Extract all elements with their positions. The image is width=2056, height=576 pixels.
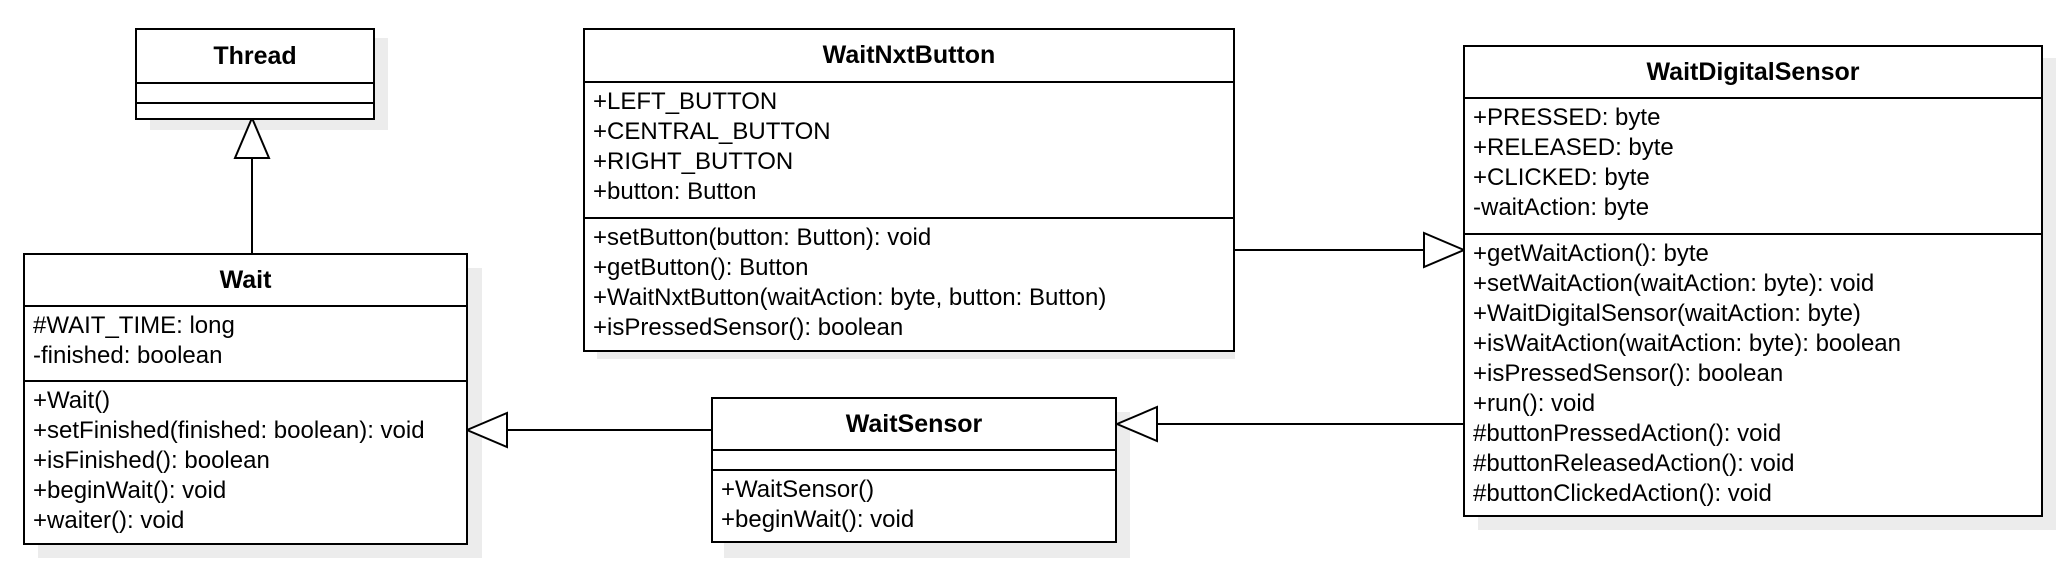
attribute: +RIGHT_BUTTON: [593, 148, 794, 175]
operations-section: +getWaitAction(): byte +setWaitAction(wa…: [1465, 233, 2041, 513]
operation: +WaitDigitalSensor(waitAction: byte): [1473, 300, 1861, 327]
operation: +getButton(): Button: [593, 254, 809, 281]
class-name: WaitDigitalSensor: [1646, 58, 1860, 86]
operation: +WaitNxtButton(waitAction: byte, button:…: [593, 284, 1107, 311]
operation: +beginWait(): void: [721, 506, 915, 533]
operation: +isWaitAction(waitAction: byte): boolean: [1473, 330, 1901, 357]
operation: +Wait(): [33, 387, 111, 414]
class-name: WaitSensor: [845, 410, 983, 438]
generalization-arrowhead: [1423, 231, 1467, 269]
class-thread[interactable]: Thread: [135, 28, 375, 120]
operation: +setWaitAction(waitAction: byte): void: [1473, 270, 1875, 297]
operation: +isPressedSensor(): boolean: [593, 314, 904, 341]
operation: +WaitSensor(): [721, 476, 875, 503]
attribute: +button: Button: [593, 178, 757, 205]
attribute: +LEFT_BUTTON: [593, 88, 778, 115]
class-wait-nxt-button[interactable]: WaitNxtButton +LEFT_BUTTON +CENTRAL_BUTT…: [583, 28, 1235, 352]
attributes-section: +PRESSED: byte +RELEASED: byte +CLICKED:…: [1465, 97, 2041, 233]
attribute: +CLICKED: byte: [1473, 164, 1650, 191]
attribute: #WAIT_TIME: long: [33, 312, 235, 339]
operation: #buttonReleasedAction(): void: [1473, 450, 1795, 477]
attributes-section: +LEFT_BUTTON +CENTRAL_BUTTON +RIGHT_BUTT…: [585, 81, 1233, 217]
operation: +getWaitAction(): byte: [1473, 240, 1709, 267]
attributes-section: #WAIT_TIME: long -finished: boolean: [25, 305, 466, 380]
operation: +beginWait(): void: [33, 477, 227, 504]
attribute: +RELEASED: byte: [1473, 134, 1674, 161]
operation: #buttonPressedAction(): void: [1473, 420, 1782, 447]
class-wait-digital-sensor[interactable]: WaitDigitalSensor +PRESSED: byte +RELEAS…: [1463, 45, 2043, 517]
attribute: +PRESSED: byte: [1473, 104, 1661, 131]
operation: +setFinished(finished: boolean): void: [33, 417, 425, 444]
generalization-arrowhead: [1114, 405, 1158, 443]
operation: +isFinished(): boolean: [33, 447, 270, 474]
class-wait-sensor[interactable]: WaitSensor +WaitSensor() +beginWait(): v…: [711, 397, 1117, 543]
operation: #buttonClickedAction(): void: [1473, 480, 1772, 507]
operations-section: +setButton(button: Button): void +getBut…: [585, 217, 1233, 347]
operations-section: [137, 102, 373, 118]
class-name: WaitNxtButton: [822, 41, 996, 69]
class-wait[interactable]: Wait #WAIT_TIME: long -finished: boolean…: [23, 253, 468, 545]
generalization-arrowhead: [233, 115, 271, 159]
operation: +run(): void: [1473, 390, 1596, 417]
operations-section: +Wait() +setFinished(finished: boolean):…: [25, 380, 466, 540]
operation: +waiter(): void: [33, 507, 185, 534]
class-name: Thread: [213, 42, 297, 70]
attributes-section: [713, 449, 1115, 469]
operation: +setButton(button: Button): void: [593, 224, 932, 251]
generalization-arrowhead: [464, 411, 508, 449]
operations-section: +WaitSensor() +beginWait(): void: [713, 469, 1115, 539]
attribute: -finished: boolean: [33, 342, 223, 369]
class-name: Wait: [219, 266, 272, 294]
attribute: -waitAction: byte: [1473, 194, 1650, 221]
attribute: +CENTRAL_BUTTON: [593, 118, 831, 145]
attributes-section: [137, 82, 373, 102]
operation: +isPressedSensor(): boolean: [1473, 360, 1784, 387]
